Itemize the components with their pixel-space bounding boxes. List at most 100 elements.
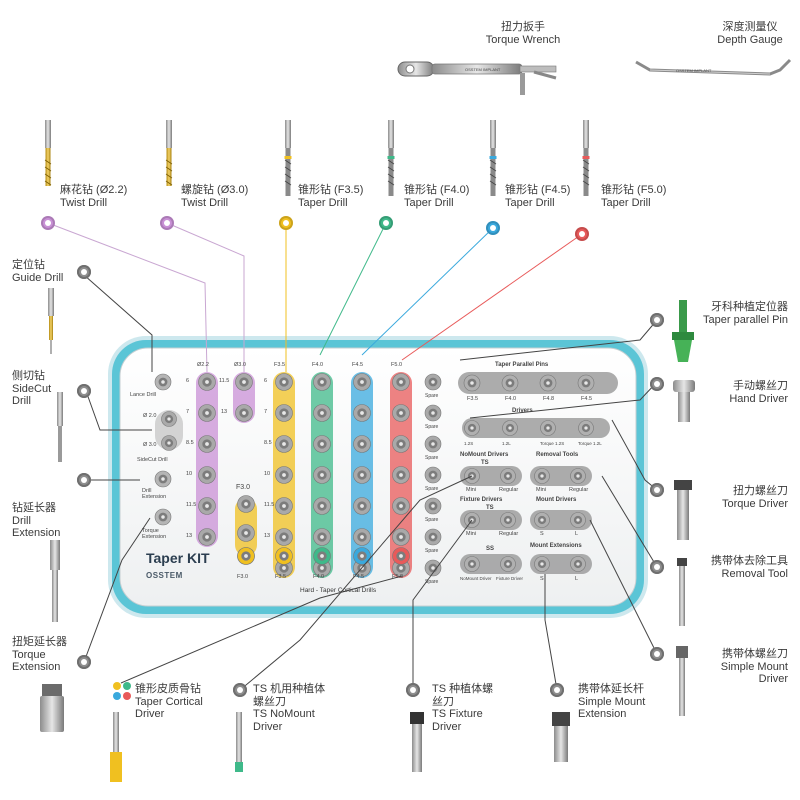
tray-drill-hole <box>313 528 331 546</box>
bottom-tool-en: Simple Mount Extension <box>578 695 646 721</box>
tray-section-title: NoMount Drivers <box>460 452 509 458</box>
tray-drill-hole <box>198 373 216 391</box>
leader-dot-icon <box>77 384 91 398</box>
tray-column-header: Ø3.0 <box>234 362 246 368</box>
right-tool-en: Removal Tool <box>721 567 788 580</box>
leader-line <box>239 475 473 691</box>
drill-label-2: 锥形钻 (F3.5) Taper Drill <box>298 184 363 209</box>
tray-f30-header: F3.0 <box>236 484 251 491</box>
tray-drill-hole <box>235 373 253 391</box>
leader-dot-icon <box>77 265 91 279</box>
tray-drill-hole <box>353 404 371 422</box>
tray-row-length: 13 <box>221 409 228 415</box>
tray-pin-label: F3.5 <box>467 396 479 402</box>
bottom-tool-zh: TS 种植体螺丝刀 <box>432 683 494 708</box>
tray-cortical-hole <box>237 547 255 565</box>
driver-icon <box>40 684 64 732</box>
tray-cortical-label: F5.0 <box>392 574 404 580</box>
tray-drill-hole <box>237 495 255 513</box>
tray-torque-ext-label: Torque Extension <box>142 528 167 540</box>
tray-row-length: 6 <box>264 378 268 384</box>
tray-drill-hole <box>392 528 410 546</box>
tray-row-length: 11.5 <box>219 378 230 384</box>
drill-label-0: 麻花钻 (Ø2.2) Twist Drill <box>60 184 127 209</box>
driver-icon <box>674 480 692 540</box>
tray-section-title: Drivers <box>512 408 533 414</box>
leader-line <box>83 274 153 372</box>
tray-column-header: F4.0 <box>312 362 324 368</box>
driver-icon <box>673 380 695 422</box>
tray-drill-hole <box>353 528 371 546</box>
left-tool-zh: 扭矩延长器 <box>12 636 67 648</box>
tray-spare-hole <box>424 404 442 422</box>
right-tool-zh: 手动螺丝刀 <box>733 380 788 392</box>
left-tool-zh: 侧切钻 <box>12 370 45 382</box>
tray-hole <box>570 556 586 572</box>
tray-row-length: 7 <box>186 409 190 415</box>
leader-dot-icon <box>575 227 589 241</box>
drill-label-en: Twist Drill <box>60 196 108 209</box>
tray-drill-hole <box>392 497 410 515</box>
tray-drill-hole <box>353 497 371 515</box>
tray-column-bar <box>196 372 218 547</box>
tray-cortical-label: F4.0 <box>313 574 325 580</box>
right-tool-label-2: 扭力螺丝刀 Torque Driver <box>722 485 788 510</box>
tray-brand-title: Taper KIT <box>146 550 210 566</box>
leader-dot-icon <box>650 483 664 497</box>
svg-text:OSSTEM IMPLANT: OSSTEM IMPLANT <box>465 67 501 72</box>
tray-cortical-hole <box>275 547 293 565</box>
drill-label-5: 锥形钻 (F5.0) Taper Drill <box>601 184 666 209</box>
tray-pin-label: F4.5 <box>581 396 593 402</box>
tray-spare-label: Spare <box>425 393 439 399</box>
bottom-tool-zh: TS 机用种植体螺丝刀 <box>253 683 326 708</box>
drill-icon <box>582 120 590 196</box>
bottom-tool-label-2: TS 种植体螺丝刀 TS Fixture Driver <box>432 683 502 733</box>
drill-label-zh: 麻花钻 (Ø2.2) <box>60 184 128 196</box>
tray-pin-hole <box>501 374 519 392</box>
tray-driver-label: 1.2S <box>464 441 474 446</box>
tray-row-length: 10 <box>186 471 193 477</box>
left-tool-en: Guide Drill <box>12 271 64 284</box>
torque-wrench-zh: 扭力扳手 <box>501 21 545 33</box>
tray-hole <box>500 556 516 572</box>
depth-gauge-icon: OSSTEM IMPLANT <box>635 58 792 76</box>
driver-icon <box>676 646 688 716</box>
tray-cortical-label: Hard - Taper Cortical Drills <box>300 587 377 594</box>
right-tool-en: Simple Mount Driver <box>720 660 788 686</box>
tray-pin-label: F4.0 <box>505 396 517 402</box>
tray-row-length: 13 <box>186 533 193 539</box>
driver-icon <box>552 712 570 762</box>
tray-spare-label: Spare <box>425 579 439 585</box>
leader-dot-icon <box>77 655 91 669</box>
tray-row-length: 10 <box>264 471 271 477</box>
bottom-tool-label-3: 携带体延长杆 Simple Mount Extension <box>578 683 656 721</box>
tray-cortical-hole <box>353 547 371 565</box>
tray-spare-label: Spare <box>425 424 439 430</box>
leader-line <box>47 222 208 373</box>
drill-label-en: Taper Drill <box>601 196 651 209</box>
tray-pin-hole <box>539 374 557 392</box>
tray-column-header: Ø2.2 <box>197 362 209 368</box>
tray-slot-label: Regular <box>499 487 519 493</box>
drill-icon <box>387 120 395 196</box>
tray-sidecut-label: SideCut Drill <box>137 457 168 463</box>
tray-mark-20: Ø 2.0 <box>143 413 157 419</box>
tray-drill-hole <box>353 466 371 484</box>
tray-drill-hole <box>275 466 293 484</box>
tray-spare-hole <box>424 559 442 577</box>
driver-icon <box>410 712 424 772</box>
leader-line <box>401 233 583 361</box>
bottom-tool-en: TS NoMount Driver <box>253 708 315 733</box>
tray-lance-hole <box>154 373 172 391</box>
leader-line <box>361 227 494 356</box>
tray-cortical-label: F3.0 <box>237 574 249 580</box>
tray-row-length: 7 <box>264 409 268 415</box>
leader-dot-icon <box>486 221 500 235</box>
tray-spare-label: Spare <box>425 486 439 492</box>
tray-spare-label: Spare <box>425 455 439 461</box>
tray-sidecut-hole <box>161 435 177 451</box>
drill-label-zh: 锥形钻 (F5.0) <box>601 184 667 196</box>
drill-label-en: Taper Drill <box>505 196 555 209</box>
tray-hole <box>500 468 516 484</box>
right-tool-zh: 携带体螺丝刀 <box>722 648 788 660</box>
